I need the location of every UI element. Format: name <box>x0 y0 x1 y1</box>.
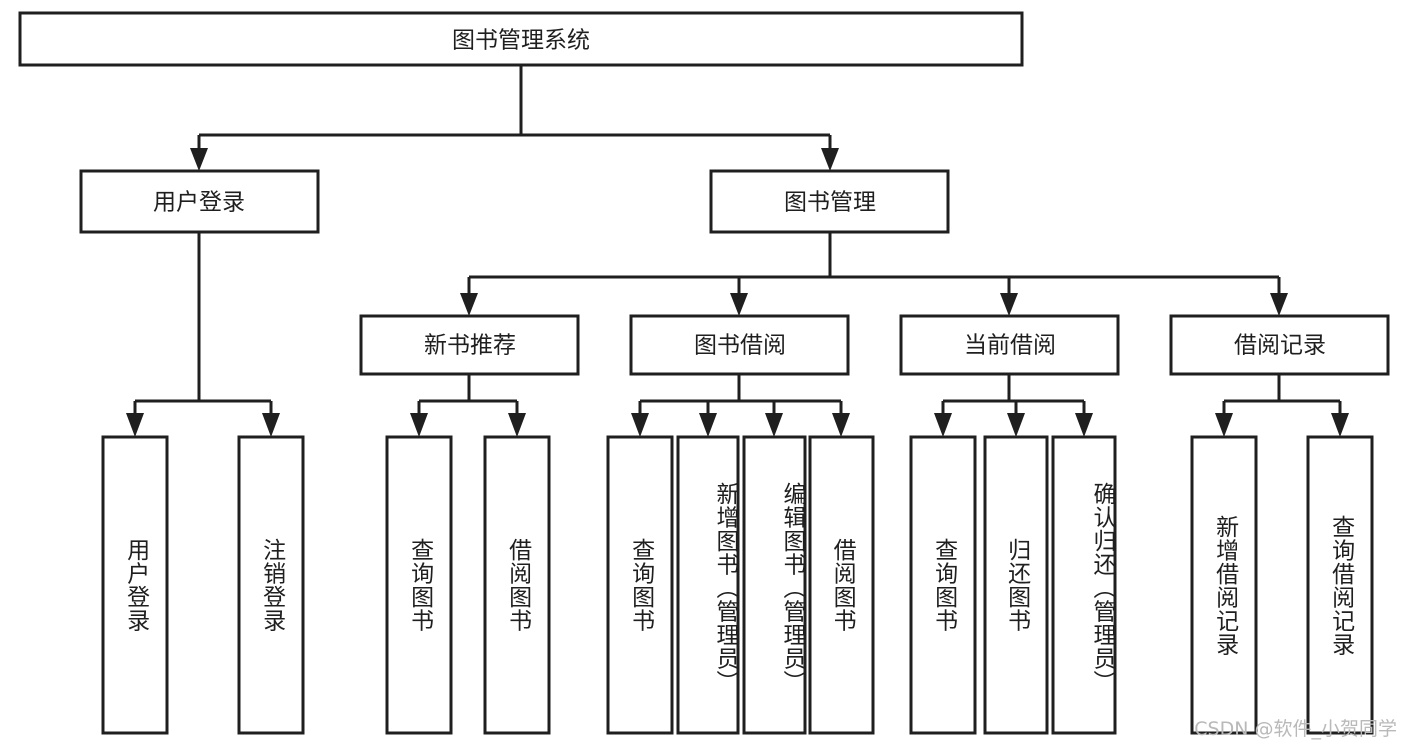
connector-group-user-login <box>126 232 280 437</box>
node-book-borrow-label: 图书借阅 <box>694 333 786 359</box>
leaf-user-login-box[interactable] <box>101 435 169 735</box>
arrow-head-leaf-borrow-query-book <box>631 413 649 437</box>
node-user-login[interactable]: 用户登录 <box>79 169 320 234</box>
arrow-head-leaf-rec-borrow-book <box>508 413 526 437</box>
arrow-head-leaf-rec-query-record <box>1331 413 1349 437</box>
arrow-head-book-borrow <box>730 293 748 316</box>
leaf-borrow-lend-book-box[interactable] <box>808 435 875 735</box>
leaf-rec-query-book-box[interactable] <box>385 435 453 735</box>
arrow-head-new-book-rec <box>460 293 478 316</box>
arrow-head-leaf-borrow-lend-book <box>832 413 850 437</box>
connector-group-current-borrow <box>934 374 1093 437</box>
arrow-head-book-manage <box>821 148 839 171</box>
node-borrow-record-box[interactable] <box>1169 314 1390 376</box>
node-current-borrow[interactable]: 当前借阅 <box>899 314 1120 376</box>
arrow-head-borrow-record <box>1270 293 1288 316</box>
connector-group-book-borrow <box>631 374 850 437</box>
leaf-cur-return-book-box[interactable] <box>983 435 1049 735</box>
connector-group-root <box>190 65 839 171</box>
leaf-borrow-query-book-box[interactable] <box>606 435 674 735</box>
node-book-borrow[interactable]: 图书借阅 <box>629 314 850 376</box>
arrow-head-leaf-cur-return-book <box>1007 413 1025 437</box>
arrow-head-leaf-borrow-add-book <box>699 413 717 437</box>
node-new-book-rec-box[interactable] <box>359 314 580 376</box>
node-book-borrow-box[interactable] <box>629 314 850 376</box>
leaf-cur-query-book-box[interactable] <box>909 435 977 735</box>
leaf-boxes <box>101 435 1374 735</box>
arrow-head-leaf-user-logout <box>262 413 280 437</box>
node-borrow-record-label: 借阅记录 <box>1234 333 1326 359</box>
node-book-manage-label: 图书管理 <box>784 190 876 216</box>
node-current-borrow-label: 当前借阅 <box>964 333 1056 359</box>
node-borrow-record[interactable]: 借阅记录 <box>1169 314 1390 376</box>
leaf-rec-query-record-box[interactable] <box>1306 435 1374 735</box>
arrow-head-leaf-borrow-edit-book <box>765 413 783 437</box>
leaf-rec-add-record-box[interactable] <box>1190 435 1258 735</box>
connector-group-borrow-record <box>1215 374 1349 437</box>
arrow-head-leaf-rec-query-book <box>410 413 428 437</box>
csdn-watermark: CSDN @软件_小贺同学 <box>1194 718 1397 740</box>
leaf-user-logout-box[interactable] <box>237 435 305 735</box>
connector-group-new-book-rec <box>410 374 526 437</box>
node-root-box[interactable] <box>18 11 1024 67</box>
node-root-label: 图书管理系统 <box>452 28 590 54</box>
leaf-cur-confirm-return-box[interactable] <box>1051 435 1117 735</box>
leaf-rec-borrow-book-box[interactable] <box>483 435 551 735</box>
node-new-book-rec[interactable]: 新书推荐 <box>359 314 580 376</box>
node-book-manage-box[interactable] <box>709 169 950 234</box>
arrow-head-leaf-cur-confirm-return <box>1075 413 1093 437</box>
arrow-head-user-login <box>190 148 208 171</box>
node-user-login-label: 用户登录 <box>153 190 245 216</box>
arrow-head-leaf-cur-query-book <box>934 413 952 437</box>
leaf-borrow-add-book-box[interactable] <box>676 435 740 735</box>
connector-group-book-manage <box>460 232 1288 316</box>
node-user-login-box[interactable] <box>79 169 320 234</box>
node-book-manage[interactable]: 图书管理 <box>709 169 950 234</box>
node-root[interactable]: 图书管理系统 <box>18 11 1024 67</box>
arrow-head-leaf-rec-add-record <box>1215 413 1233 437</box>
arrow-head-current-borrow <box>1000 293 1018 316</box>
node-new-book-rec-label: 新书推荐 <box>424 333 516 359</box>
arrow-head-leaf-user-login <box>126 413 144 437</box>
node-current-borrow-box[interactable] <box>899 314 1120 376</box>
leaf-borrow-edit-book-box[interactable] <box>742 435 807 735</box>
